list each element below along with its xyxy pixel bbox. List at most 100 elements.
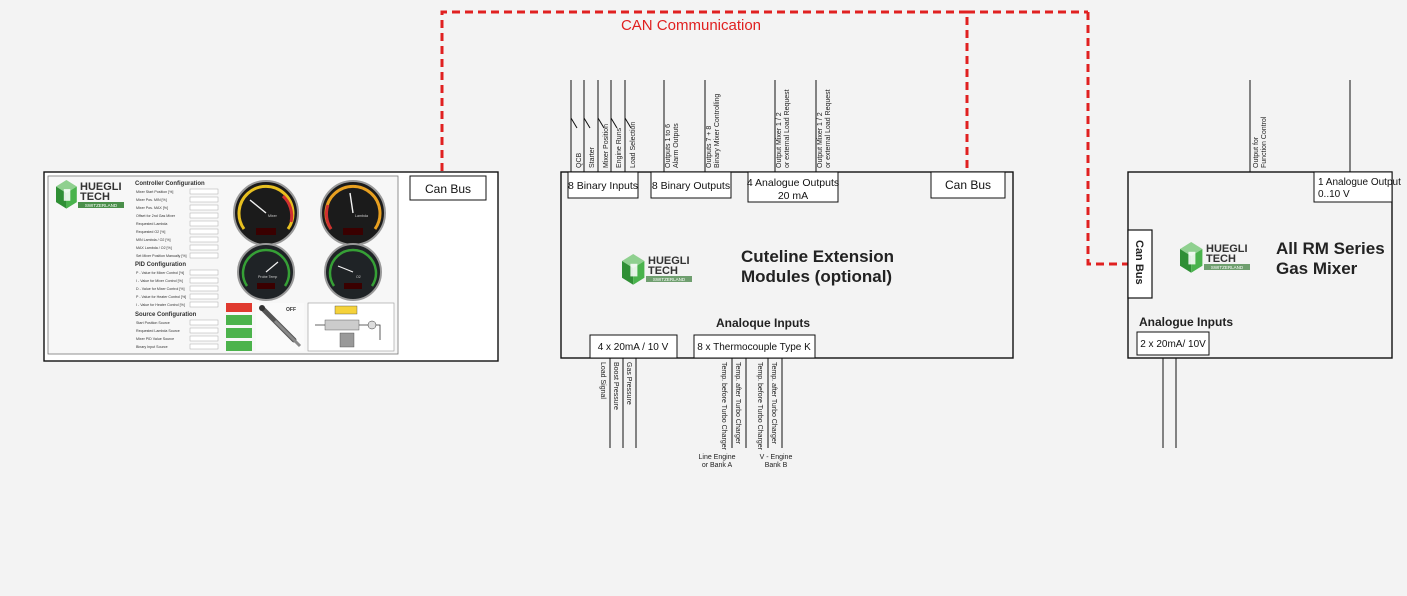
mixer-logo-text-3: SWITZERLAND xyxy=(1211,265,1244,270)
source-heading: Source Configuration xyxy=(135,312,197,318)
lambda-probe-image: OFF xyxy=(256,303,304,351)
config-row-field[interactable] xyxy=(189,252,219,259)
gauge-probe-temp-label: Probe Temp xyxy=(258,275,277,279)
config-heading: Controller Configuration xyxy=(135,181,205,187)
pid-rows: P - Value for Mixer Control [%] I - Value… xyxy=(136,269,219,308)
gas-mixer: Output for Function Control 1 Analogue O… xyxy=(1127,80,1401,448)
extension-title-line2: Modules (optional) xyxy=(741,267,892,286)
source-row-label: Mixer PID Value Source xyxy=(136,337,174,341)
signal-qcb: QCB xyxy=(576,153,583,169)
pid-row-field[interactable] xyxy=(189,285,219,292)
gauge-mixer: Mixer xyxy=(233,180,299,246)
analogue-outputs-box xyxy=(747,171,839,203)
config-row-field[interactable] xyxy=(189,228,219,235)
config-row-field[interactable] xyxy=(189,236,219,243)
pid-row-field[interactable] xyxy=(189,277,219,284)
extension-can-bus-label: Can Bus xyxy=(945,178,991,192)
mixer-title-line1: All RM Series xyxy=(1276,239,1385,258)
analogue-inputs-heading: Analoque Inputs xyxy=(716,316,810,330)
analogue-outputs-line1: 4 Analogue Outputs xyxy=(747,177,839,189)
config-row-field[interactable] xyxy=(189,188,219,195)
bank-a-line1: Line Engine xyxy=(699,454,736,461)
function-control-line2: Function Control xyxy=(1261,116,1268,168)
mixer-logo-text: HUEGLI xyxy=(1206,243,1248,255)
binary-inputs-label: 8 Binary Inputs xyxy=(568,180,638,192)
config-row-field[interactable] xyxy=(189,196,219,203)
mixer-out-2-line2: or external Load Request xyxy=(825,89,832,168)
analogue-output-box xyxy=(1313,171,1393,203)
config-row-label: Requested O2 [%] xyxy=(136,230,165,234)
bank-b-line1: V - Engine xyxy=(760,454,793,461)
source-row-field[interactable] xyxy=(189,343,219,350)
config-row-label: MIN Lambda / O2 [%] xyxy=(136,238,171,242)
binary-outputs-box xyxy=(650,171,732,199)
config-row-label: Set Mixer Position Manually [%] xyxy=(136,254,187,258)
mixer-can-bus-label: Can Bus xyxy=(1133,240,1145,285)
pid-row-label: P - Value for Mixer Control [%] xyxy=(136,271,184,275)
binary-inputs-box xyxy=(567,171,639,199)
pid-row-field[interactable] xyxy=(189,269,219,276)
signal-starter: Starter xyxy=(589,146,596,168)
gauge-probe-temp: Probe Temp xyxy=(237,243,295,301)
source-row-field[interactable] xyxy=(189,327,219,334)
bank-a-line2: or Bank A xyxy=(702,462,733,469)
panel-can-bus-label: Can Bus xyxy=(425,182,471,196)
mixer-input-box xyxy=(1136,331,1210,356)
pid-row-label: I - Value for Mixer Control [%] xyxy=(136,279,183,283)
config-row-field[interactable] xyxy=(189,220,219,227)
pid-row-label: D - Value for Mixer Control [%] xyxy=(136,287,184,291)
panel-red-button[interactable] xyxy=(226,303,252,312)
signal-temp-4: Temp. after Turbo Charger xyxy=(770,362,777,445)
extension-module: QCB Starter Mixer Position Engine Runs L… xyxy=(560,80,1014,469)
input-20ma-label: 4 x 20mA / 10 V xyxy=(598,342,669,353)
gauge-lambda-label: Lambda xyxy=(355,214,368,218)
off-label: OFF xyxy=(286,307,296,313)
config-row-label: Offset for 2nd Gas Mixer xyxy=(136,214,176,218)
source-row-field[interactable] xyxy=(189,319,219,326)
extension-can-bus-box xyxy=(930,171,1006,199)
panel-green-button-1[interactable] xyxy=(226,315,252,325)
signal-mixer-position: Mixer Position xyxy=(603,124,610,168)
mixer-title-line2: Gas Mixer xyxy=(1276,259,1358,278)
thermocouple-label: 8 x Thermocouple Type K xyxy=(697,342,811,353)
panel-logo-text-3: SWITZERLAND xyxy=(85,203,118,208)
mixer-input-label: 2 x 20mA/ 10V xyxy=(1140,339,1206,350)
extension-logo: HUEGLI TECH SWITZERLAND xyxy=(622,254,692,285)
outputs-1-6-line2: Alarm Outputs xyxy=(673,123,680,168)
panel-green-button-3[interactable] xyxy=(226,341,252,351)
mixer-logo: HUEGLI TECH SWITZERLAND xyxy=(1180,242,1250,273)
source-row-label: Requested Lambda Source xyxy=(136,329,180,333)
panel-logo-text-2: TECH xyxy=(80,191,110,203)
outputs-7-8-line1: Outputs 7 + 8 xyxy=(706,126,713,168)
gauge-lambda: Lambda xyxy=(320,180,386,246)
analogue-outputs-line2: 20 mA xyxy=(778,190,808,202)
signal-load-selection: Load Selection xyxy=(630,122,637,168)
binary-outputs-label: 8 Binary Outputs xyxy=(652,180,730,192)
outputs-7-8-line2: Binary Mixer Controlling xyxy=(714,94,721,168)
config-row-field[interactable] xyxy=(189,204,219,211)
source-row-field[interactable] xyxy=(189,335,219,342)
pid-row-field[interactable] xyxy=(189,293,219,300)
mixer-out-1-line2: or external Load Request xyxy=(784,89,791,168)
extension-title-line1: Cuteline Extension xyxy=(741,247,894,266)
config-row-label: MAX Lambda / O2 [%] xyxy=(136,246,172,250)
analogue-output-line2: 0..10 V xyxy=(1318,189,1350,200)
config-row-label: Mixer Pos. MIN [%] xyxy=(136,198,167,202)
can-mixer-line xyxy=(1086,12,1128,266)
outputs-1-6-line1: Outputs 1 to 6 xyxy=(665,124,672,168)
engine-schematic xyxy=(307,302,395,352)
signal-temp-1: Temp. before Turbo Charger xyxy=(720,362,727,451)
function-control-line1: Output for xyxy=(1253,136,1260,168)
panel-logo: HUEGLI TECH SWITZERLAND xyxy=(56,180,124,209)
mixer-out-2-line1: Output Mixer 1 / 2 xyxy=(817,112,824,168)
panel-green-button-2[interactable] xyxy=(226,328,252,338)
config-row-field[interactable] xyxy=(189,212,219,219)
pid-row-field[interactable] xyxy=(189,301,219,308)
config-row-label: Mixer Start Position [%] xyxy=(136,190,173,194)
signal-load: Load Signal xyxy=(599,362,606,399)
config-row-field[interactable] xyxy=(189,244,219,251)
can-communication-line xyxy=(440,10,969,171)
config-row-label: Requested Lambda xyxy=(136,222,167,226)
